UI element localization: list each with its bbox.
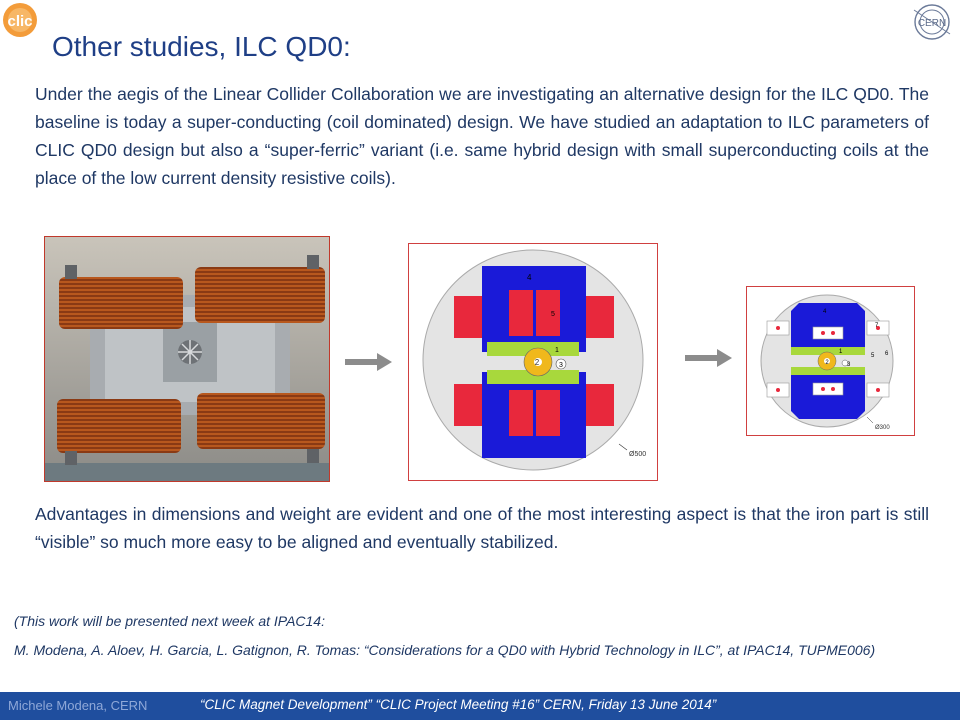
svg-text:5: 5 bbox=[551, 311, 555, 318]
qd0-cross-section-diagram: 4 5 2 1 3 Ø500 bbox=[408, 243, 658, 481]
ipac-citation: M. Modena, A. Aloev, H. Garcia, L. Gatig… bbox=[14, 642, 876, 658]
slide-title: Other studies, ILC QD0: bbox=[52, 31, 351, 62]
footer-meeting: “CLIC Magnet Development” “CLIC Project … bbox=[200, 697, 717, 712]
svg-text:2: 2 bbox=[825, 360, 829, 366]
svg-text:3: 3 bbox=[559, 362, 563, 369]
svg-text:4: 4 bbox=[527, 273, 532, 282]
magnet-photo bbox=[44, 236, 330, 482]
ipac-note-intro: (This work will be presented next week a… bbox=[14, 613, 325, 629]
intro-paragraph: Under the aegis of the Linear Collider C… bbox=[35, 84, 929, 188]
clic-logo: clic bbox=[3, 3, 37, 37]
svg-text:Ø500: Ø500 bbox=[629, 451, 646, 458]
svg-text:7: 7 bbox=[875, 323, 879, 329]
svg-text:clic: clic bbox=[7, 13, 32, 30]
svg-text:2: 2 bbox=[535, 358, 540, 367]
footer-bar: Michele Modena, CERN “CLIC Magnet Develo… bbox=[0, 692, 960, 720]
svg-text:CERN: CERN bbox=[918, 18, 946, 29]
svg-text:5: 5 bbox=[871, 353, 875, 359]
advantages-paragraph: Advantages in dimensions and weight are … bbox=[35, 504, 929, 552]
arrow-right-icon bbox=[685, 349, 732, 367]
svg-text:Ø300: Ø300 bbox=[875, 425, 890, 431]
svg-text:1: 1 bbox=[839, 349, 843, 355]
arrow-right-icon bbox=[345, 353, 392, 371]
svg-text:6: 6 bbox=[885, 351, 889, 357]
footer-author: Michele Modena, CERN bbox=[8, 698, 148, 713]
svg-text:4: 4 bbox=[823, 309, 827, 315]
svg-text:3: 3 bbox=[847, 362, 851, 368]
superferric-cross-section-diagram: 4 7 6 2 1 3 5 Ø300 bbox=[746, 286, 915, 436]
cern-logo: CERN bbox=[913, 4, 951, 40]
svg-text:1: 1 bbox=[555, 347, 559, 354]
